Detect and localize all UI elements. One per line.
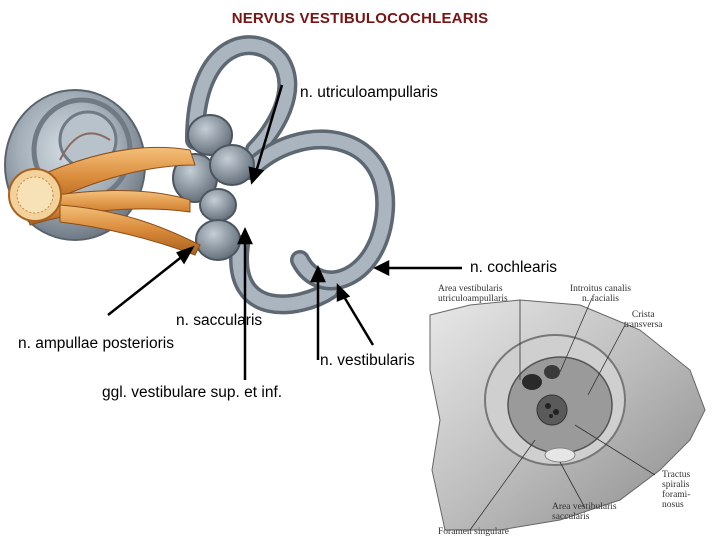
label-n-cochlearis: n. cochlearis [470,259,558,276]
inset-label-line: Crista [631,310,655,320]
inset-label-line: utriculoampullaris [438,294,508,304]
arrowhead-saccularis [176,245,195,265]
arrow-saccularis [107,254,185,316]
arrowhead-cochlearis [373,259,390,277]
inset-label-tractus-spiralis: Tractus spiralis forami- nosus [662,470,691,510]
label-n-utriculoampullaris: n. utriculoampullaris [300,84,438,101]
arrowhead-ggl-vestibulare [237,227,253,245]
vestibule [172,114,255,261]
inset-label-introitus-canalis: Introitus canalis n. facialis [570,284,631,304]
inset-label-line: Area vestibularis [552,502,617,512]
inset-label-area-vestibularis-saccularis: Area vestibularis saccularis [552,502,617,522]
arrowhead-vestibularis-left [310,265,326,283]
page-title: NERVUS VESTIBULOCOCHLEARIS [231,10,489,27]
label-n-vestibularis: n. vestibularis [320,352,415,369]
arrow-vestibularis-right [341,294,375,346]
label-n-ampullae-posterioris: n. ampullae posterioris [18,335,174,352]
inset-label-line: transversa [624,320,663,330]
inset-label-foramen-singulare: Foramen singulare [438,527,509,537]
inset-label-line: forami- [662,490,691,500]
arrowhead-vestibularis-right [336,282,351,302]
inset-label-area-vestibularis-utriculoampullaris: Area vestibularis utriculoampullaris [438,284,508,304]
inset-illustration [429,297,706,531]
inset-label-line: Area vestibularis [438,284,503,294]
inset-label-line: nosus [662,500,684,510]
label-n-saccularis: n. saccularis [176,312,263,329]
label-ggl-vestibulare: ggl. vestibulare sup. et inf. [102,384,283,401]
inset-label-line: n. facialis [582,294,619,304]
arrowhead-utriculoampullaris [248,166,265,185]
arrow-utriculoampullaris [254,84,284,173]
nerve-bundle [8,146,201,256]
inset-label-crista-transversa: Crista transversa [624,310,663,330]
inset-label-line: saccularis [552,512,590,522]
inset-label-line: spiralis [662,480,690,490]
label-arrows [107,84,462,380]
inset-label-line: Tractus [662,470,691,480]
inset-label-line: Introitus canalis [570,284,631,294]
